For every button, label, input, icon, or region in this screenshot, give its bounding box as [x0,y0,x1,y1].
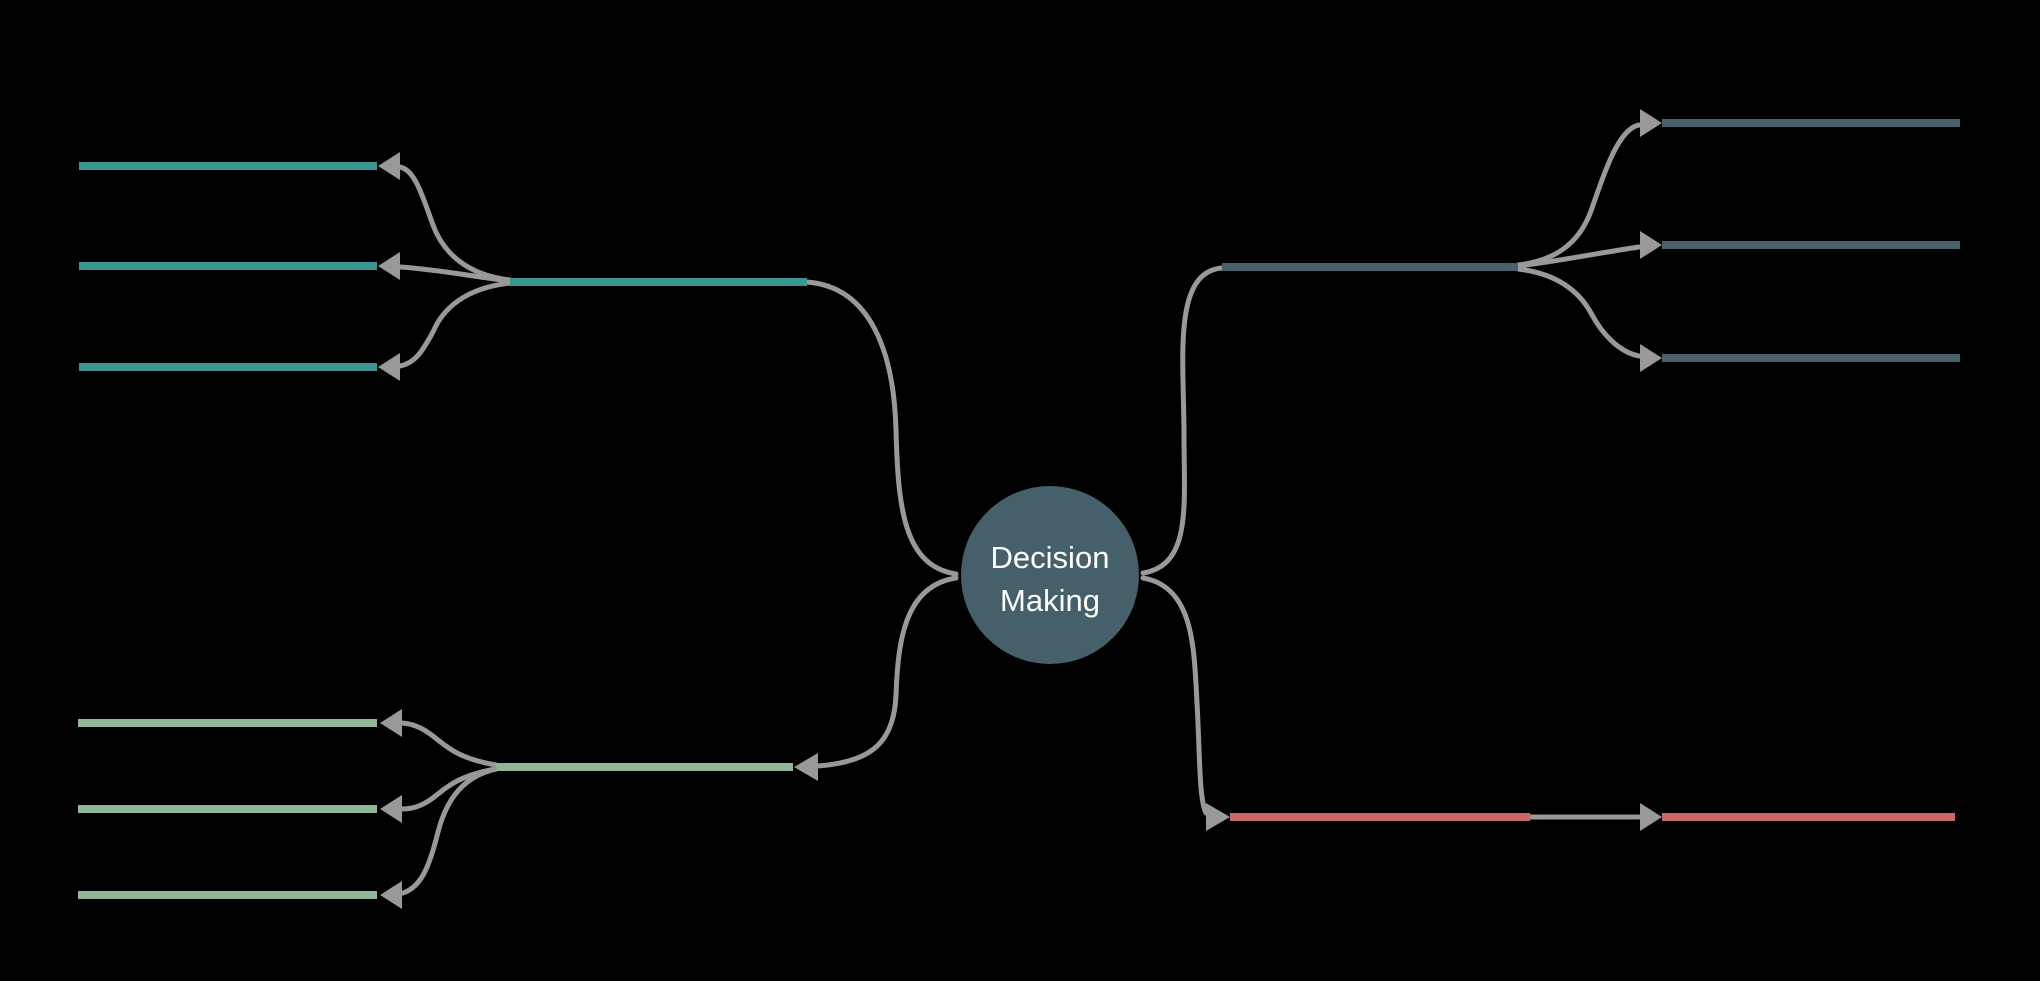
connector-bottom-left-sub2 [399,766,499,812]
arrowhead-icon-bottom-left-sub2 [380,795,402,823]
connector-top-left-sub1 [397,164,513,283]
connector-top-right-sub2 [1515,244,1642,269]
arrowhead-icon-top-left-sub2 [378,252,400,280]
arrowhead-icon-top-left-sub1 [378,152,400,180]
center-connectors [794,265,1230,831]
arrowhead-icon-top-right-sub2 [1640,231,1662,259]
arrowhead-icon-bottom-right-main [1206,803,1230,831]
arrowhead-icon-top-right-sub3 [1640,344,1662,372]
arrowhead-icon-bottom-right-sub1 [1640,803,1662,831]
branch-top-right [1222,109,1960,372]
center-node-label-line2: Making [1000,583,1100,618]
connector-top-left-sub2 [397,264,513,284]
connector-top-left-sub3 [397,280,513,369]
arrowhead-icon-bottom-left-sub1 [380,709,402,737]
connector-top-right-sub3 [1515,266,1642,359]
connector-center-to-top-left [804,279,959,577]
branch-top-left [79,152,807,381]
connector-bottom-left-sub3 [400,766,499,896]
connector-center-to-bottom-right [1140,575,1209,816]
arrowhead-icon-top-right-sub1 [1640,109,1662,137]
arrowhead-icon-bottom-left-sub3 [380,881,402,909]
connector-center-to-top-right [1140,265,1225,576]
connector-top-right-sub1 [1515,122,1642,268]
center-node-circle [961,486,1139,664]
connector-bottom-left-sub1 [399,720,499,768]
arrowhead-icon-top-left-sub3 [378,353,400,381]
branch-bottom-left [78,709,793,909]
arrowhead-icon-bottom-left-main [794,753,818,781]
connector-center-to-bottom-left [815,575,959,769]
center-node: Decision Making [961,486,1139,664]
branch-bottom-right [1230,803,1955,831]
center-node-label-line1: Decision [991,540,1110,575]
